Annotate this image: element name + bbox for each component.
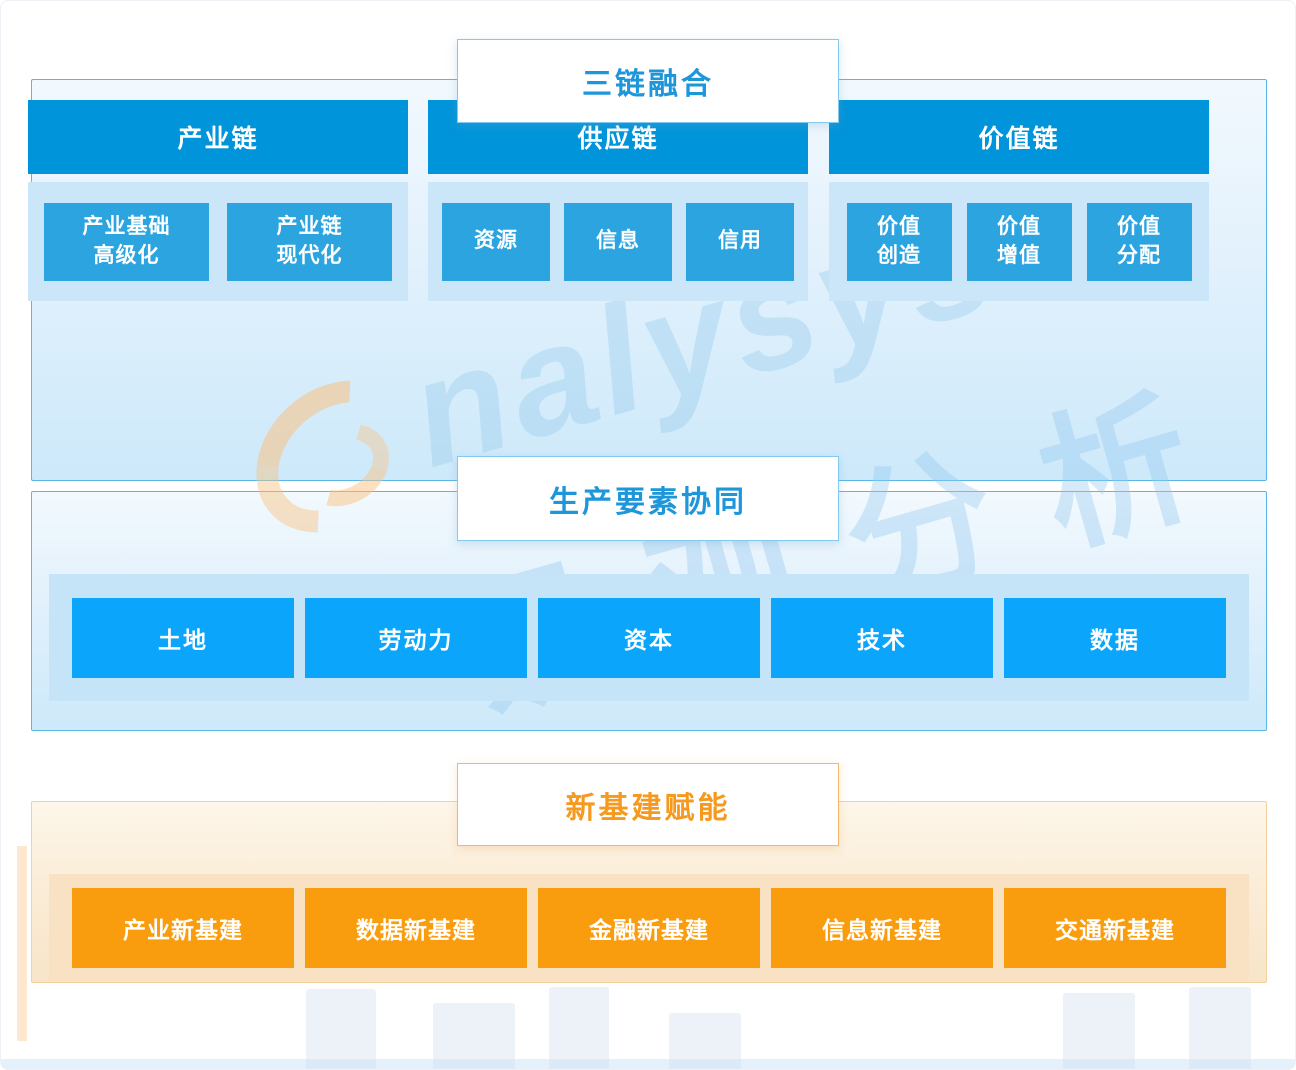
chain-item-value-distribution: 价值 分配 [1086,202,1192,281]
chain-item-industry-base-upgrade: 产业基础 高级化 [44,202,209,281]
infra-transport: 交通新基建 [1004,887,1226,968]
production-factors-strip: 土地 劳动力 资本 技术 数据 [49,574,1249,701]
factor-technology: 技术 [771,597,993,678]
value-chain-header: 价值链 [829,100,1209,174]
skyline-watermark [1189,987,1251,1069]
chain-item-line: 增值 [997,243,1041,267]
chain-item-line: 创造 [877,243,921,267]
factor-labor: 劳动力 [305,597,527,678]
column-value-chain: 价值链 价值 创造 价值 增值 价值 分配 [829,100,1209,301]
chain-item-resources: 资源 [442,202,550,281]
chain-item-industry-chain-modernization: 产业链 现代化 [227,202,392,281]
industry-chain-strip: 产业基础 高级化 产业链 现代化 [28,182,408,301]
skyline-watermark [433,1003,515,1069]
skyline-watermark [549,987,609,1069]
chain-item-line: 高级化 [93,243,160,267]
industry-chain-header: 产业链 [28,100,408,174]
chain-item-line: 价值 [1117,215,1161,239]
chain-item-credit: 信用 [686,202,794,281]
infra-finance: 金融新基建 [538,887,760,968]
factor-data: 数据 [1004,597,1226,678]
column-supply-chain: 供应链 资源 信息 信用 [428,100,808,301]
chain-item-information: 信息 [564,202,672,281]
chain-item-line: 信息 [596,229,640,253]
section-title-new-infrastructure: 新基建赋能 [457,763,839,846]
chain-item-value-creation: 价值 创造 [846,202,952,281]
chain-item-line: 现代化 [276,243,343,267]
infra-industry: 产业新基建 [72,887,294,968]
section-title-three-chains: 三链融合 [457,39,839,123]
value-chain-strip: 价值 创造 价值 增值 价值 分配 [829,182,1209,301]
chain-item-line: 价值 [877,215,921,239]
skyline-watermark [17,846,27,1041]
skyline-watermark [1063,993,1135,1069]
chain-item-line: 产业基础 [82,215,171,239]
chain-item-line: 分配 [1117,243,1161,267]
infra-information: 信息新基建 [771,887,993,968]
infra-data: 数据新基建 [305,887,527,968]
skyline-watermark [1,1059,1295,1069]
chain-item-line: 信用 [718,229,762,253]
chain-item-value-appreciation: 价值 增值 [966,202,1072,281]
column-industry-chain: 产业链 产业基础 高级化 产业链 现代化 [28,100,408,301]
chain-item-line: 资源 [474,229,518,253]
factor-land: 土地 [72,597,294,678]
skyline-watermark [306,989,376,1069]
section-title-production-factors: 生产要素协同 [457,456,839,541]
chain-item-line: 产业链 [276,215,343,239]
chain-item-line: 价值 [997,215,1041,239]
new-infrastructure-strip: 产业新基建 数据新基建 金融新基建 信息新基建 交通新基建 [49,874,1249,981]
factor-capital: 资本 [538,597,760,678]
supply-chain-strip: 资源 信息 信用 [428,182,808,301]
